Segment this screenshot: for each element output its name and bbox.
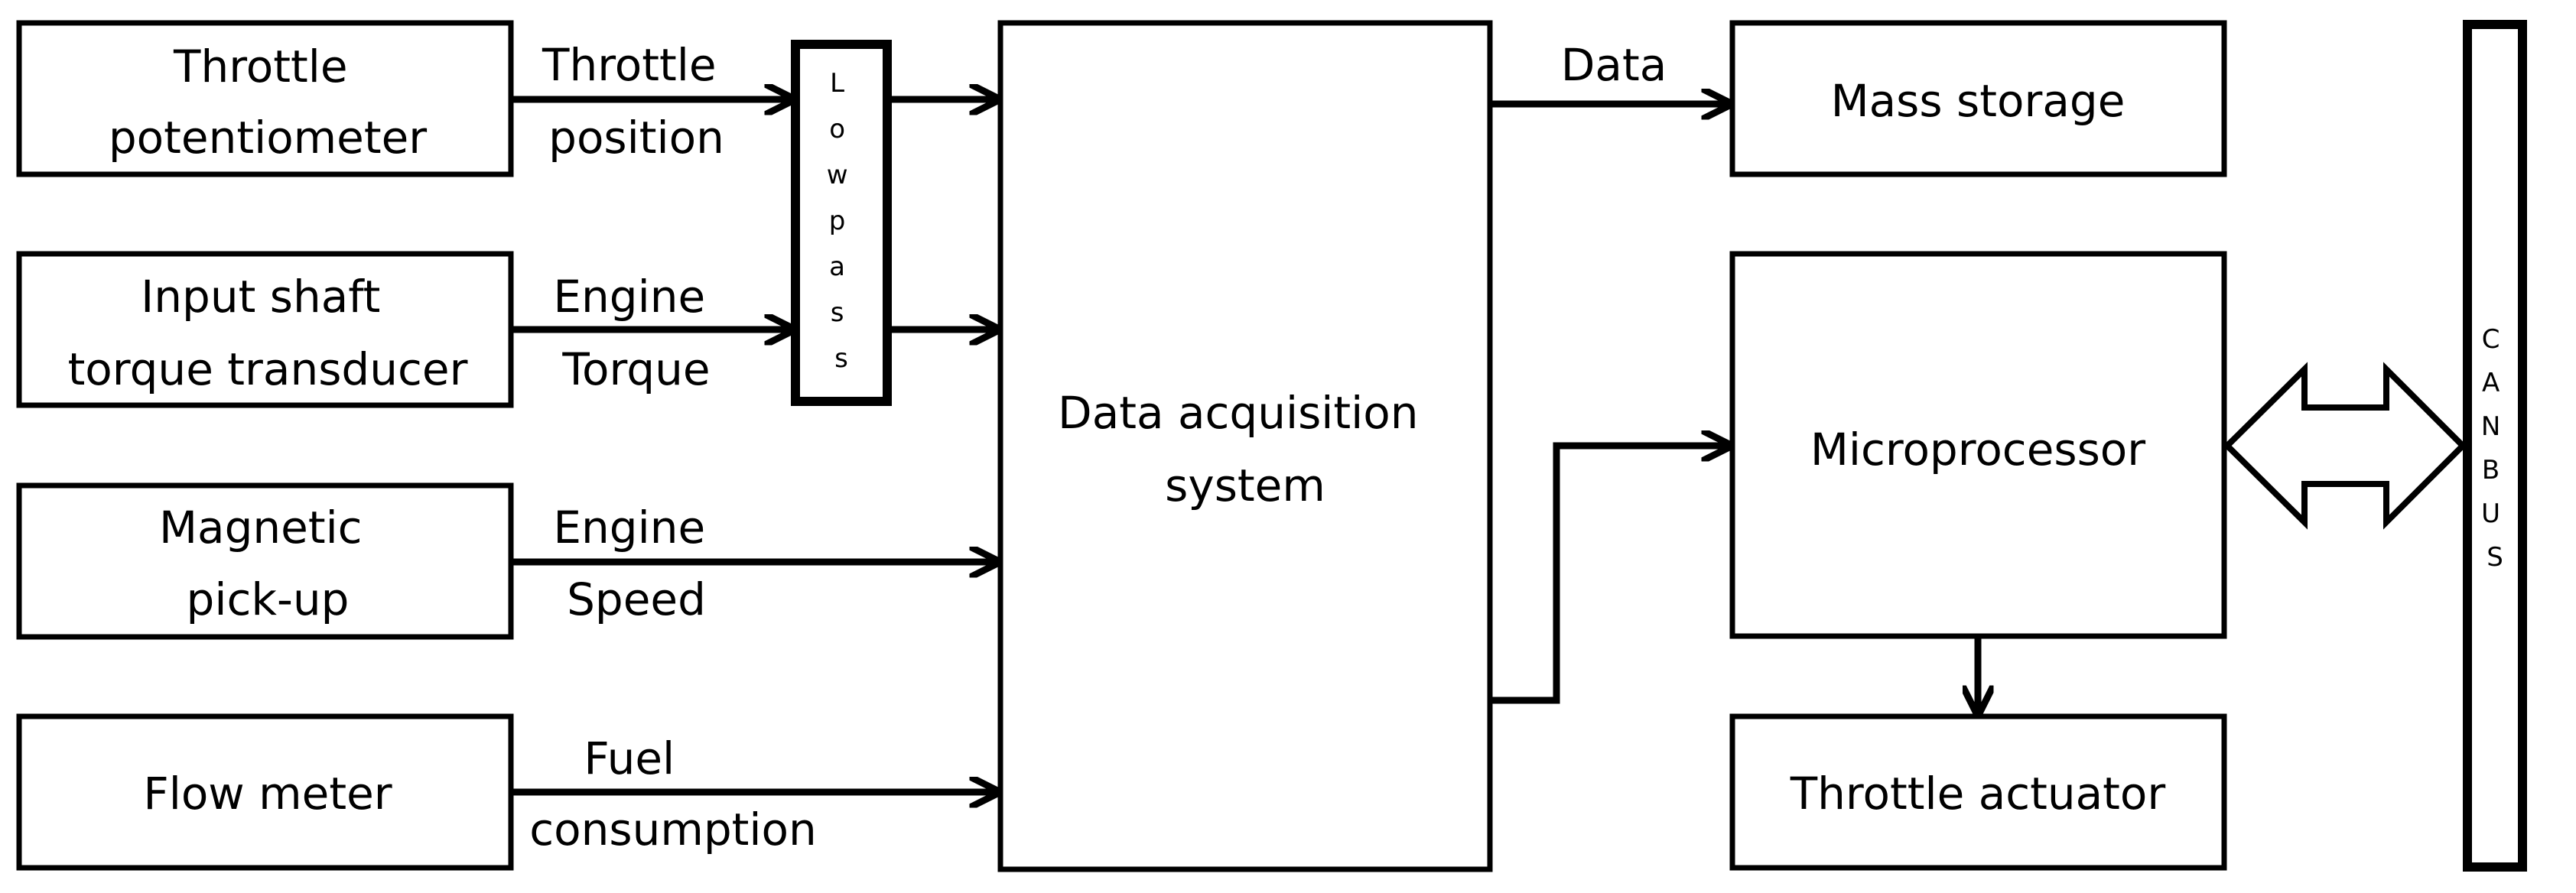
svg-text:C A N B: C A N B U S <box>2481 324 2509 573</box>
svg-text:Throttle actuator: Throttle actuator <box>1790 768 2166 820</box>
throttle-position-label: Throttle position <box>542 39 730 164</box>
input-shaft-torque-label-1: Input shaft <box>141 271 380 323</box>
input-shaft-torque-label-2: torque transducer <box>68 343 468 395</box>
bidirectional-arrow-icon <box>2223 362 2467 530</box>
canbus-letter: S <box>2487 542 2503 573</box>
canbus-letter: C <box>2482 324 2500 355</box>
daq-to-microprocessor-wire <box>1490 446 1726 704</box>
throttle-potentiometer-label-1: Throttle <box>173 41 348 93</box>
throttle-actuator-block: Throttle actuator <box>1729 713 2227 871</box>
svg-text:Data acquisition system: Data acquisition system <box>1058 387 1433 511</box>
canbus-letter: A <box>2482 368 2500 398</box>
canbus-letter: U <box>2481 498 2500 529</box>
input-shaft-torque-transducer-block: Input shaft torque transducer <box>16 251 514 408</box>
throttle-position-label-2: position <box>548 112 724 164</box>
data-acquisition-system-block: Data acquisition system <box>997 20 1493 872</box>
engine-torque-label-1: Engine <box>553 271 705 323</box>
lowpass-filter-block: L o w p a s s <box>791 40 892 406</box>
mass-storage-block: Mass storage <box>1729 20 2227 177</box>
svg-text:Microprocessor: Microprocessor <box>1810 424 2145 476</box>
lowpass-letter: w <box>827 160 848 190</box>
engine-torque-label: Engine Torque <box>553 271 719 395</box>
fuel-consumption-label-1: Fuel <box>584 732 675 784</box>
daq-label-2: system <box>1165 459 1325 511</box>
data-label-text: Data <box>1561 39 1667 91</box>
canbus-letter: N <box>2481 411 2500 442</box>
lowpass-letter: s <box>834 343 848 374</box>
magnetic-pickup-label-1: Magnetic <box>159 502 363 554</box>
lowpass-letter: L <box>830 68 844 99</box>
svg-text:Mass storage: Mass storage <box>1831 75 2126 127</box>
magnetic-pickup-label-2: pick-up <box>187 573 350 625</box>
svg-text:Input shaft torque trans: Input shaft torque transducer <box>68 271 468 395</box>
canbus-block: C A N B U S <box>2463 20 2527 872</box>
throttle-potentiometer-block: Throttle potentiometer <box>16 20 514 177</box>
microprocessor-label: Microprocessor <box>1810 424 2145 476</box>
mass-storage-label: Mass storage <box>1831 75 2126 127</box>
engine-speed-label-1: Engine <box>553 502 705 554</box>
engine-torque-label-2: Torque <box>561 343 710 395</box>
svg-text:L o w p: L o w p a s s <box>827 68 857 374</box>
lowpass-letter: p <box>829 206 846 236</box>
flow-meter-block: Flow meter <box>16 713 514 871</box>
lowpass-letter: o <box>829 114 845 145</box>
lowpass-letter: a <box>829 252 845 282</box>
engine-speed-label: Engine Speed <box>553 502 719 625</box>
data-label: Data <box>1561 39 1667 91</box>
fuel-consumption-label: Fuel consumption <box>529 732 817 856</box>
daq-label-1: Data acquisition <box>1058 387 1418 439</box>
svg-text:Magnetic pick-up: Magnetic pick-up <box>159 502 376 625</box>
lowpass-letter: s <box>831 297 844 328</box>
throttle-actuator-label: Throttle actuator <box>1790 768 2166 820</box>
magnetic-pickup-block: Magnetic pick-up <box>16 482 514 640</box>
throttle-position-label-1: Throttle <box>542 39 717 91</box>
engine-speed-label-2: Speed <box>567 573 706 625</box>
fuel-consumption-label-2: consumption <box>529 804 817 856</box>
microprocessor-block: Microprocessor <box>1729 251 2227 639</box>
throttle-potentiometer-label-2: potentiometer <box>109 112 427 164</box>
svg-text:Flow meter: Flow meter <box>143 768 392 820</box>
svg-text:Throttle potentiometer: Throttle potentiometer <box>109 41 427 164</box>
canbus-letter: B <box>2482 455 2500 485</box>
flow-meter-label: Flow meter <box>143 768 392 820</box>
